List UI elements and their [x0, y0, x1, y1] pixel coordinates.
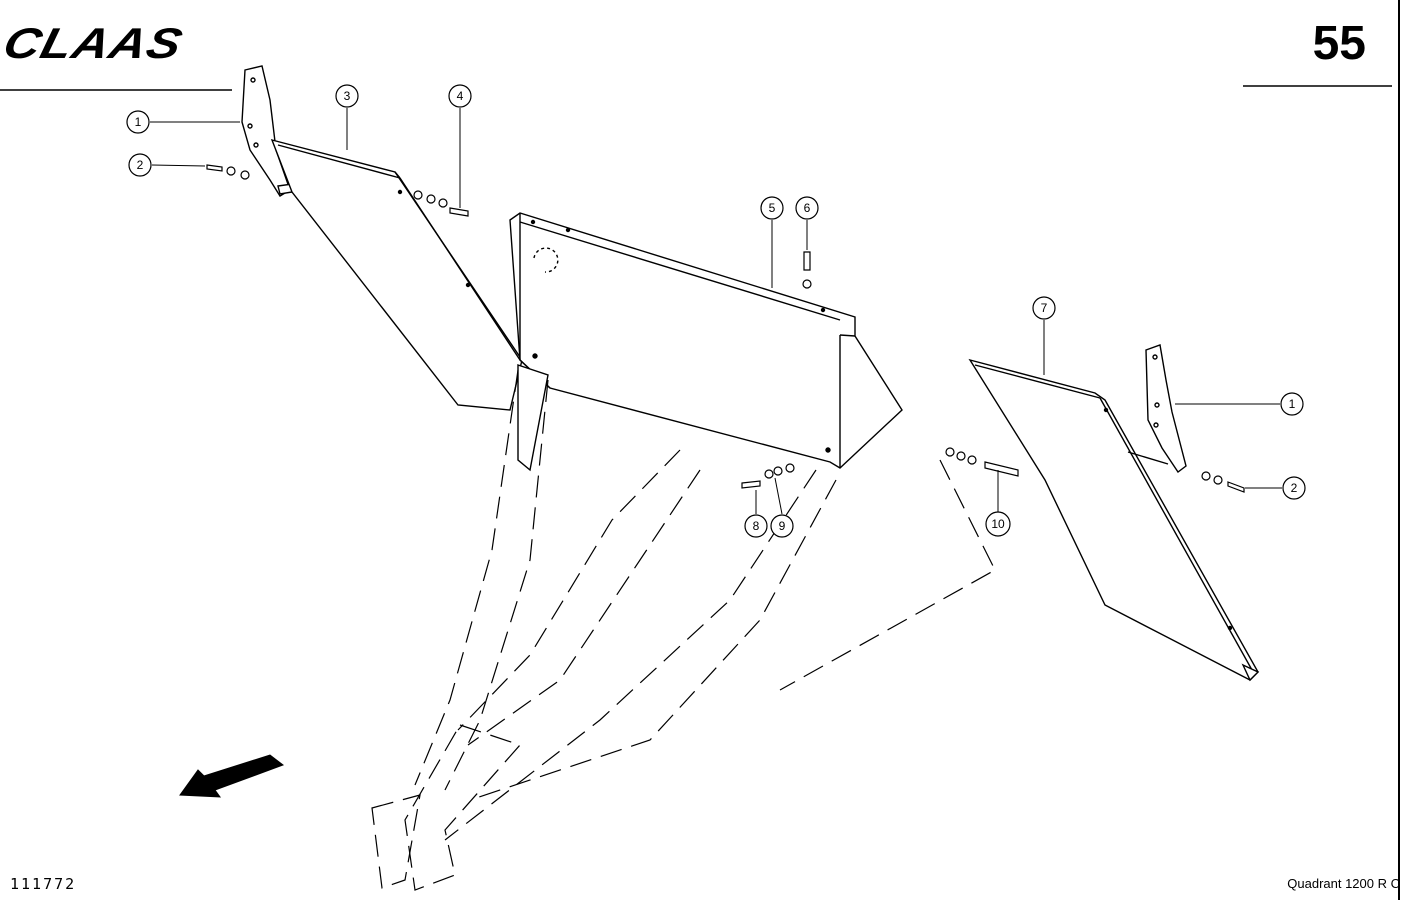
callout-2-right: 2: [1282, 476, 1306, 500]
bracket-left: [241, 65, 293, 197]
frame-outline-dashed: [371, 369, 996, 891]
main-panel: [509, 212, 903, 472]
callout-label: 2: [1291, 481, 1298, 495]
callout-label: 5: [769, 201, 776, 215]
side-panel-right: [968, 358, 1260, 682]
callout-label: 6: [804, 201, 811, 215]
callout-1-left: 1: [126, 110, 150, 134]
callout-4: 4: [448, 84, 472, 108]
callout-label: 4: [457, 89, 464, 103]
side-panel-left: [270, 138, 523, 411]
callout-label: 3: [344, 89, 351, 103]
callout-7: 7: [1032, 296, 1056, 320]
leader-lines: [150, 108, 1282, 515]
callout-label: 7: [1041, 301, 1048, 315]
callout-label: 1: [135, 115, 142, 129]
model-name: Quadrant 1200 R C: [1287, 876, 1400, 891]
callout-9: 9: [770, 514, 794, 538]
callout-3: 3: [335, 84, 359, 108]
callout-10: 10: [985, 511, 1011, 537]
callout-label: 2: [137, 158, 144, 172]
callout-label: 9: [779, 519, 786, 533]
callout-label: 1: [1289, 397, 1296, 411]
callout-label: 10: [991, 517, 1005, 531]
callout-8: 8: [744, 514, 768, 538]
direction-arrow-icon: [179, 754, 285, 798]
drawing-number: 111772: [10, 875, 77, 893]
page-number: 55: [1312, 17, 1366, 70]
callout-label: 8: [753, 519, 760, 533]
callout-2-left: 2: [128, 153, 152, 177]
callout-5: 5: [760, 196, 784, 220]
callout-6: 6: [795, 196, 819, 220]
bracket-right: [1127, 344, 1187, 474]
fasteners: [206, 164, 1245, 493]
callout-1-right: 1: [1280, 392, 1304, 416]
